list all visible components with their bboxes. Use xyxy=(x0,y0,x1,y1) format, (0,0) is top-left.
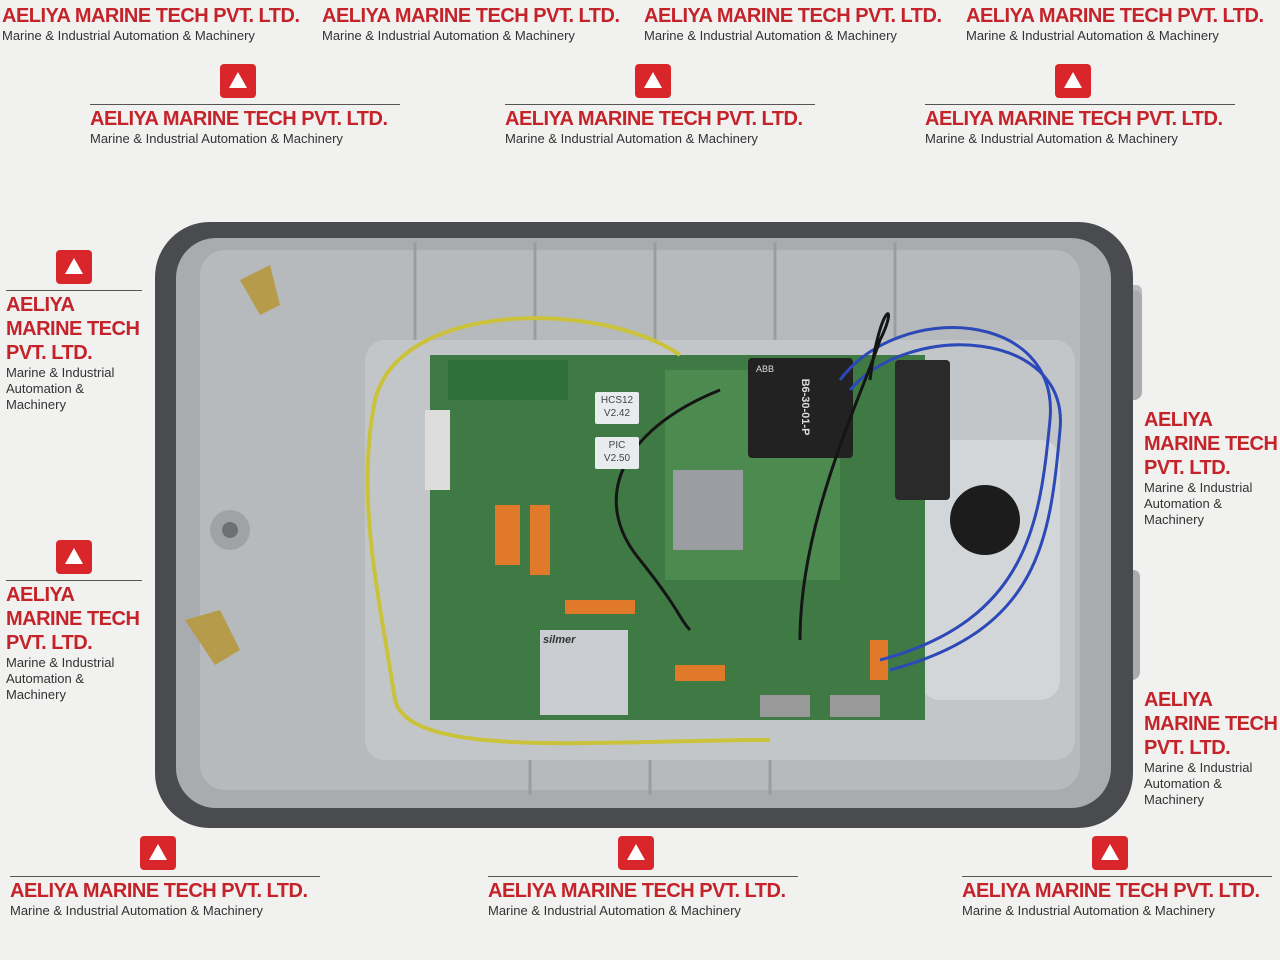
contactor-brand: ABB xyxy=(756,364,775,374)
logo-icon xyxy=(56,540,92,574)
watermark: AELIYA MARINE TECH PVT. LTD.Marine & Ind… xyxy=(962,836,1272,919)
db9-connector xyxy=(830,695,880,717)
watermark-subtitle: Marine & Industrial Automation & Machine… xyxy=(488,903,741,918)
watermark: AELIYA MARINE TECH PVT. LTD.Marine & Ind… xyxy=(322,4,632,44)
watermark: AELIYA MARINE TECH PVT. LTD.Marine & Ind… xyxy=(644,4,954,44)
watermark: AELIYA MARINE TECH PVT. LTD.Marine & Ind… xyxy=(2,4,312,44)
watermark-title: AELIYA MARINE TECH PVT. LTD. xyxy=(925,108,1223,130)
watermark-title: AELIYA MARINE TECH PVT. LTD. xyxy=(322,5,620,27)
watermark-subtitle: Marine & Industrial Automation & Machine… xyxy=(925,131,1178,146)
watermark-subtitle: Marine & Industrial Automation & Machine… xyxy=(6,655,115,702)
watermark: AELIYA MARINE TECH PVT. LTD.Marine & Ind… xyxy=(966,4,1276,44)
watermark: AELIYA MARINE TECH PVT. LTD.Marine & Ind… xyxy=(505,64,815,147)
logo-icon xyxy=(1055,64,1091,98)
watermark-title: AELIYA MARINE TECH PVT. LTD. xyxy=(10,880,308,902)
watermark-subtitle: Marine & Industrial Automation & Machine… xyxy=(505,131,758,146)
watermark-subtitle: Marine & Industrial Automation & Machine… xyxy=(322,28,575,43)
watermark-subtitle: Marine & Industrial Automation & Machine… xyxy=(962,903,1215,918)
mcu-version: V2.42 xyxy=(603,408,631,419)
transformer-block xyxy=(673,470,743,550)
watermark-title: AELIYA MARINE TECH PVT. LTD. xyxy=(6,584,140,654)
contactor xyxy=(748,358,853,458)
mcu-name: HCS12 xyxy=(600,395,634,406)
watermark-subtitle: Marine & Industrial Automation & Machine… xyxy=(10,903,263,918)
watermark-subtitle: Marine & Industrial Automation & Machine… xyxy=(1144,480,1253,527)
logo-icon xyxy=(1092,836,1128,870)
orange-connectors xyxy=(495,505,888,681)
cable-gland xyxy=(950,485,1020,555)
daughter-board xyxy=(448,360,568,400)
watermark-subtitle: Marine & Industrial Automation & Machine… xyxy=(90,131,343,146)
watermark-title: AELIYA MARINE TECH PVT. LTD. xyxy=(6,294,140,364)
pic-label: PIC V2.50 xyxy=(595,437,639,469)
watermark: AELIYA MARINE TECH PVT. LTD.Marine & Ind… xyxy=(925,64,1235,147)
logo-icon xyxy=(140,836,176,870)
watermark-title: AELIYA MARINE TECH PVT. LTD. xyxy=(644,5,942,27)
watermark: AELIYA MARINE TECH PVT. LTD.Marine & Ind… xyxy=(10,836,320,919)
black-wires xyxy=(614,312,891,641)
ribs xyxy=(413,242,897,795)
logo-icon xyxy=(635,64,671,98)
logo-icon xyxy=(56,250,92,284)
watermark-title: AELIYA MARINE TECH PVT. LTD. xyxy=(2,5,300,27)
watermark-title: AELIYA MARINE TECH PVT. LTD. xyxy=(962,880,1260,902)
watermark: AELIYA MARINE TECH PVT. LTD.Marine & Ind… xyxy=(6,540,142,703)
watermark-title: AELIYA MARINE TECH PVT. LTD. xyxy=(90,108,388,130)
logo-icon xyxy=(618,836,654,870)
watermark: AELIYA MARINE TECH PVT. LTD.Marine & Ind… xyxy=(6,250,142,413)
ribbon-connector xyxy=(425,410,450,490)
watermark-subtitle: Marine & Industrial Automation & Machine… xyxy=(644,28,897,43)
watermark: AELIYA MARINE TECH PVT. LTD.Marine & Ind… xyxy=(488,836,798,919)
watermark-title: AELIYA MARINE TECH PVT. LTD. xyxy=(505,108,803,130)
earth-clamp xyxy=(185,610,240,665)
watermark-title: AELIYA MARINE TECH PVT. LTD. xyxy=(1144,689,1278,759)
watermark: AELIYA MARINE TECH PVT. LTD.Marine & Ind… xyxy=(1144,408,1280,528)
transformer-silmer xyxy=(540,630,628,715)
watermark-subtitle: Marine & Industrial Automation & Machine… xyxy=(2,28,255,43)
db9-connector xyxy=(760,695,810,717)
watermark-title: AELIYA MARINE TECH PVT. LTD. xyxy=(1144,409,1278,479)
earth-wire xyxy=(365,316,771,746)
watermark-title: AELIYA MARINE TECH PVT. LTD. xyxy=(966,5,1264,27)
watermark: AELIYA MARINE TECH PVT. LTD.Marine & Ind… xyxy=(90,64,400,147)
earth-clamp xyxy=(240,265,280,315)
watermark-subtitle: Marine & Industrial Automation & Machine… xyxy=(6,365,115,412)
pic-name: PIC xyxy=(608,440,626,451)
blue-wires xyxy=(838,326,1062,672)
pic-version: V2.50 xyxy=(603,453,631,464)
logo-icon xyxy=(220,64,256,98)
transformer-brand: silmer xyxy=(543,634,576,646)
watermark-subtitle: Marine & Industrial Automation & Machine… xyxy=(1144,760,1253,807)
terminal-block xyxy=(895,360,950,500)
watermark-title: AELIYA MARINE TECH PVT. LTD. xyxy=(488,880,786,902)
contactor-model: B6-30-01-P xyxy=(799,378,811,436)
watermark-subtitle: Marine & Industrial Automation & Machine… xyxy=(966,28,1219,43)
watermark: AELIYA MARINE TECH PVT. LTD.Marine & Ind… xyxy=(1144,688,1280,808)
